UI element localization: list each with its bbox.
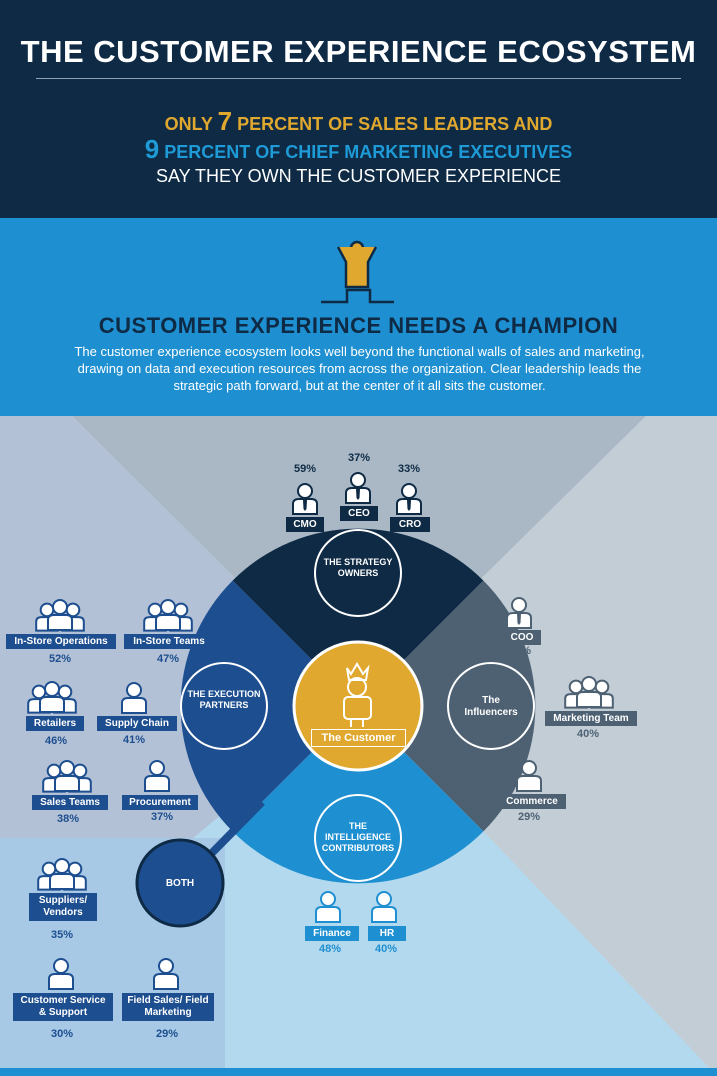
- sales-teams-label: Sales Teams: [32, 795, 108, 810]
- execution-circle: [180, 662, 268, 750]
- header: THE CUSTOMER EXPERIENCE ECOSYSTEM ONLY 7…: [0, 0, 717, 218]
- commerce-label: Commerce: [498, 794, 566, 809]
- sales-teams-icon-center: [54, 760, 80, 792]
- commerce-icon: [516, 760, 542, 792]
- intelligence-circle: [314, 794, 402, 882]
- coo-icon: [506, 597, 532, 629]
- both-title: BOTH: [165, 878, 195, 889]
- procurement-pct: 37%: [150, 811, 174, 823]
- customer-service-icon: [48, 958, 74, 990]
- suppliers-vendors-pct: 35%: [50, 929, 74, 941]
- champion-icon: [321, 240, 394, 304]
- supply-chain-icon: [121, 682, 147, 714]
- coo-pct: 40%: [508, 645, 532, 657]
- influencers-title: The Influencers: [464, 695, 518, 718]
- strategy-circle: [314, 529, 402, 617]
- quadrant-strategy: [232, 528, 484, 706]
- stat-line-marketing: 9 PERCENT OF CHIEF MARKETING EXECUTIVES: [144, 134, 573, 164]
- cro-icon: [396, 483, 422, 515]
- in-store-teams-pct: 47%: [156, 653, 180, 665]
- stat-line-ownership: SAY THEY OWN THE CUSTOMER EXPERIENCE: [155, 166, 562, 186]
- cmo-label: CMO: [286, 517, 324, 532]
- marketing-team-icon-center: [576, 676, 602, 708]
- stat-line-sales: ONLY 7 PERCENT OF SALES LEADERS AND: [164, 106, 553, 136]
- field-sales-label: Field Sales/ Field Marketing: [122, 993, 214, 1021]
- ceo-label: CEO: [340, 506, 378, 521]
- in-store-teams-icon-center: [155, 599, 181, 631]
- customer-service-pct: 30%: [50, 1028, 74, 1040]
- customer-label: The Customer: [311, 729, 406, 747]
- sales-teams-pct: 38%: [56, 813, 80, 825]
- finance-label: Finance: [305, 926, 359, 941]
- people-icons: [27, 472, 614, 990]
- retailers-label: Retailers: [26, 716, 84, 731]
- both-circle: [135, 838, 225, 928]
- customer-service-label: Customer Service & Support: [13, 993, 113, 1021]
- marketing-team-label: Marketing Team: [545, 711, 637, 726]
- suppliers-vendors-label: Suppliers/ Vendors: [29, 893, 97, 921]
- cmo-pct: 59%: [293, 463, 317, 475]
- hr-pct: 40%: [374, 943, 398, 955]
- coo-label: COO: [503, 630, 541, 645]
- divider: [36, 78, 681, 79]
- champion-text-layer: CUSTOMER EXPERIENCE NEEDS A CHAMPION The…: [0, 218, 717, 416]
- intelligence-title: THE INTELLIGENCE CONTRIBUTORS: [321, 821, 395, 853]
- bg-right-triangle: [358, 416, 717, 1076]
- hr-label: HR: [368, 926, 406, 941]
- cmo-icon: [292, 483, 318, 515]
- retailers-pct: 46%: [44, 735, 68, 747]
- in-store-operations-pct: 52%: [48, 653, 72, 665]
- procurement-label: Procurement: [122, 795, 198, 810]
- execution-title: THE EXECUTION PARTNERS: [187, 689, 261, 710]
- supply-chain-label: Supply Chain: [97, 716, 177, 731]
- suppliers-vendors-icon-center: [49, 858, 75, 890]
- both-connector: [202, 799, 265, 863]
- in-store-operations-icon-center: [47, 599, 73, 631]
- quadrant-influencers: [358, 580, 536, 832]
- hr-icon: [371, 891, 397, 923]
- retailers-icon-center: [39, 681, 65, 713]
- quadrant-execution: [180, 580, 358, 832]
- finance-pct: 48%: [318, 943, 342, 955]
- field-sales-icon: [153, 958, 179, 990]
- ceo-pct: 37%: [347, 452, 371, 464]
- ceo-icon: [345, 472, 371, 504]
- marketing-team-pct: 40%: [576, 728, 600, 740]
- procurement-icon: [144, 760, 170, 792]
- customer-icon: [343, 662, 372, 727]
- cro-pct: 33%: [397, 463, 421, 475]
- champion-body: The customer experience ecosystem looks …: [74, 344, 645, 393]
- champion-heading: CUSTOMER EXPERIENCE NEEDS A CHAMPION: [98, 313, 619, 338]
- bottom-bar: [0, 1068, 717, 1076]
- strategy-title: THE STRATEGY OWNERS: [323, 557, 393, 578]
- cro-label: CRO: [390, 517, 430, 532]
- influencers-circle: [447, 662, 535, 750]
- in-store-teams-label: In-Store Teams: [124, 634, 214, 649]
- field-sales-pct: 29%: [155, 1028, 179, 1040]
- customer-circle: [292, 640, 424, 772]
- commerce-pct: 29%: [517, 811, 541, 823]
- finance-icon: [315, 891, 341, 923]
- in-store-operations-label: In-Store Operations: [6, 634, 116, 649]
- supply-chain-pct: 41%: [122, 734, 146, 746]
- page-title: THE CUSTOMER EXPERIENCE ECOSYSTEM: [20, 34, 697, 69]
